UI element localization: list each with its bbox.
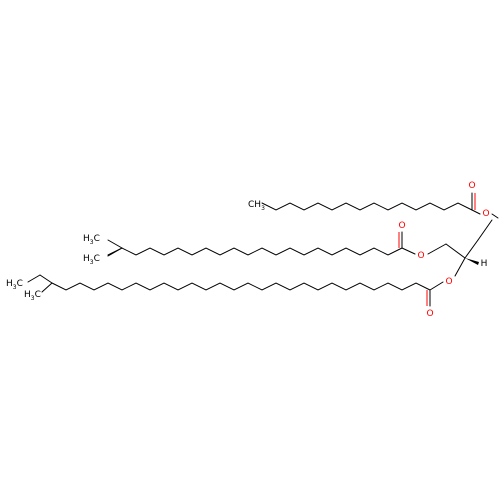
oxygen-label-top-carbonyl: O bbox=[468, 181, 475, 191]
glycerol-backbone bbox=[427, 219, 493, 277]
chain-bottom-bonds bbox=[51, 282, 431, 291]
acyl-chain-bottom: O bbox=[27, 274, 453, 307]
oxygen-label-middle-ester: O bbox=[417, 251, 424, 261]
chain-middle-bonds bbox=[107, 247, 403, 256]
branch-middle-lower bbox=[107, 247, 123, 257]
h3c-label-bottom-methyl: H3C bbox=[24, 290, 41, 302]
backbone-bond-2 bbox=[464, 239, 479, 259]
backbone-bond-3 bbox=[445, 243, 466, 259]
oxygen-label-top-ester: O bbox=[482, 209, 489, 219]
oxygen-label-middle-carbonyl: O bbox=[398, 221, 405, 231]
h3c-label-bottom-ethyl: H3C bbox=[6, 279, 23, 291]
branch-middle-upper bbox=[107, 239, 123, 249]
hydrogen-label-stereo: H bbox=[481, 259, 488, 269]
stereo-wedge bbox=[465, 258, 479, 265]
branch-bottom-ethyl-2 bbox=[27, 274, 41, 283]
oxygen-label-bottom-carbonyl: O bbox=[426, 309, 433, 319]
backbone-bond-4 bbox=[427, 243, 447, 255]
ester-bottom-bond bbox=[429, 281, 444, 291]
backbone-bond-5 bbox=[454, 257, 466, 277]
ester-top-bond bbox=[471, 209, 481, 215]
h3c-label-middle-upper: H3C bbox=[83, 234, 100, 246]
oxygen-label-bottom-ester: O bbox=[445, 277, 452, 287]
backbone-bond-1 bbox=[477, 219, 493, 241]
acyl-chain-top bbox=[261, 192, 499, 219]
branch-bottom-methyl bbox=[41, 282, 53, 293]
ester-middle-bond bbox=[401, 247, 416, 255]
ester-top-bond-2 bbox=[491, 213, 499, 219]
ch3-label-top: CH3 bbox=[248, 200, 265, 212]
chain-top-bonds bbox=[261, 202, 473, 211]
acyl-chain-middle: O bbox=[107, 231, 425, 261]
branch-bottom-ethyl-1 bbox=[39, 274, 53, 284]
h3c-label-middle-lower: H3C bbox=[83, 254, 100, 266]
